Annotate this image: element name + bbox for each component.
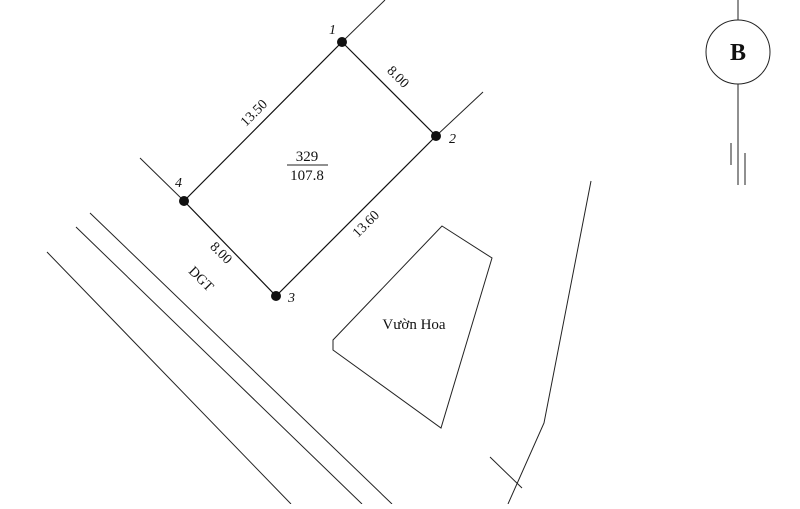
vertex-1-marker [337, 37, 347, 47]
right-boundary-line [507, 180, 592, 505]
neighbor-lot-lines [139, 0, 484, 202]
right-boundary-stub [489, 456, 523, 489]
vertex-2-label: 2 [449, 132, 456, 147]
edge-lengths: 8.00 13.60 8.00 13.50 [207, 64, 412, 268]
road-edge-3 [46, 251, 292, 505]
lot-line-right [435, 91, 484, 137]
parcel-area: 107.8 [290, 168, 324, 184]
parcel-vertices: 1 2 3 4 [175, 23, 456, 306]
edge-2-3-length: 13.60 [350, 208, 383, 241]
vertex-4-marker [179, 196, 189, 206]
road-label: DGT [185, 264, 216, 295]
edge-3-4-length: 8.00 [207, 240, 235, 268]
edge-4-1-length: 13.50 [238, 97, 271, 130]
parcel-number: 329 [296, 149, 319, 165]
road-edge-2 [75, 226, 363, 505]
vertex-1-label: 1 [329, 23, 336, 38]
garden-label: Vườn Hoa [382, 317, 445, 333]
vertex-4-label: 4 [175, 176, 182, 191]
vertex-2-marker [431, 131, 441, 141]
road-edge-1 [89, 212, 393, 505]
lot-line-left [139, 157, 185, 202]
road-lines [46, 212, 393, 505]
vertex-3-label: 3 [287, 291, 295, 306]
garden-plot [332, 225, 493, 429]
north-arrow: B [705, 0, 771, 185]
vertex-3-marker [271, 291, 281, 301]
lot-line-top [341, 0, 386, 43]
north-arrow-letter: B [730, 40, 746, 66]
